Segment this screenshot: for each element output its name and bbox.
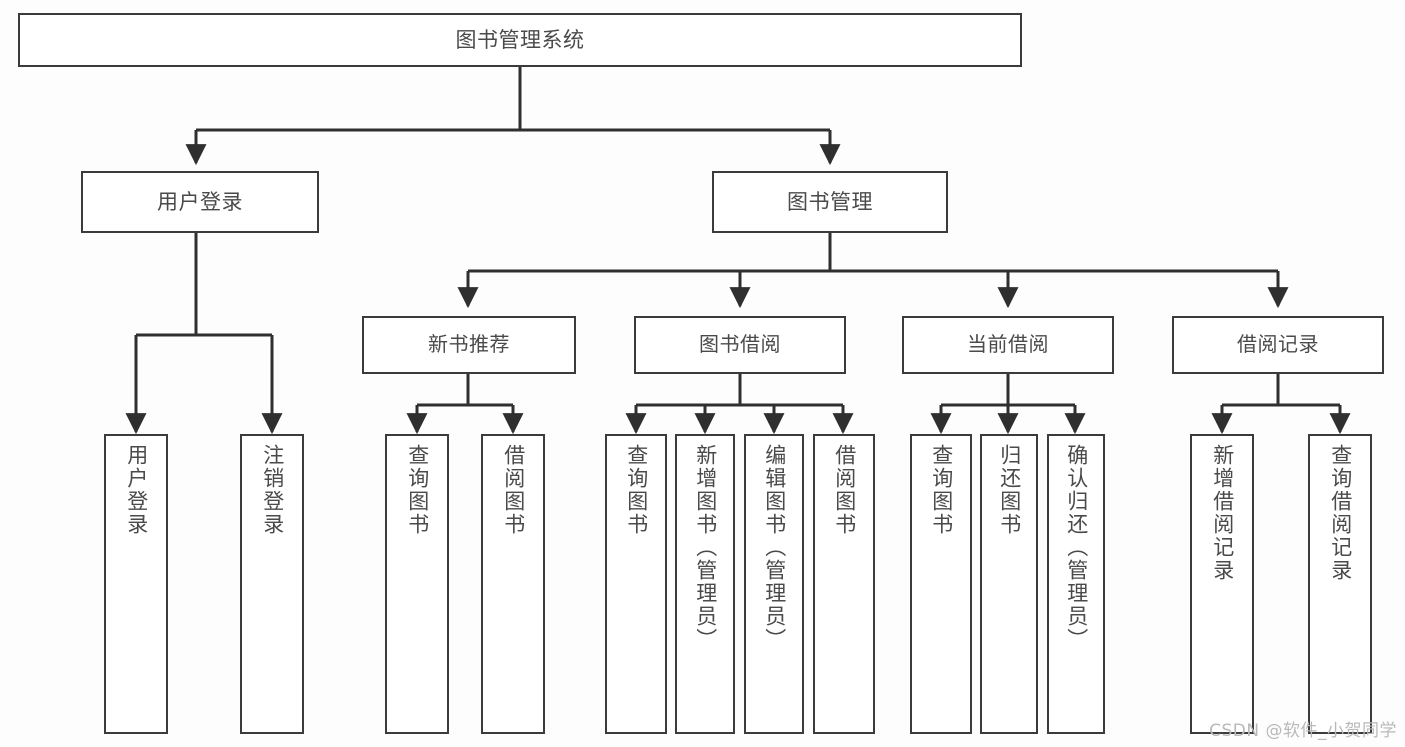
node-new-book-recommend[interactable]: 新书推荐 — [362, 316, 576, 374]
node-leaf-add-borrow-record-label: 新增借阅记录 — [1210, 444, 1235, 582]
node-new-book-recommend-label: 新书推荐 — [428, 332, 510, 357]
node-book-management-label: 图书管理 — [787, 189, 873, 214]
node-leaf-query-book-borrow[interactable]: 查询图书 — [605, 434, 667, 734]
node-leaf-user-login[interactable]: 用户登录 — [104, 434, 168, 734]
node-leaf-return-book[interactable]: 归还图书 — [980, 434, 1038, 734]
node-leaf-query-book-current[interactable]: 查询图书 — [910, 434, 972, 734]
node-leaf-add-book-admin-label: 新增图书（管理员） — [693, 444, 718, 651]
node-leaf-query-borrow-record-label: 查询借阅记录 — [1328, 444, 1353, 582]
node-leaf-add-book-admin[interactable]: 新增图书（管理员） — [675, 434, 735, 734]
node-borrow-record[interactable]: 借阅记录 — [1172, 316, 1384, 374]
node-current-borrow-label: 当前借阅 — [967, 332, 1049, 357]
node-leaf-confirm-return-admin[interactable]: 确认归还（管理员） — [1047, 434, 1105, 734]
node-leaf-edit-book-admin-label: 编辑图书（管理员） — [762, 444, 787, 651]
node-leaf-borrow-book-new-label: 借阅图书 — [501, 444, 526, 536]
node-leaf-logout-label: 注销登录 — [260, 444, 285, 536]
node-leaf-return-book-label: 归还图书 — [997, 444, 1022, 536]
node-leaf-query-borrow-record[interactable]: 查询借阅记录 — [1308, 434, 1372, 734]
node-leaf-borrow-book-label: 借阅图书 — [832, 444, 857, 536]
node-leaf-add-borrow-record[interactable]: 新增借阅记录 — [1190, 434, 1254, 734]
node-leaf-query-book-new[interactable]: 查询图书 — [385, 434, 449, 734]
node-leaf-query-book-new-label: 查询图书 — [405, 444, 430, 536]
node-root[interactable]: 图书管理系统 — [18, 13, 1022, 67]
node-leaf-confirm-return-admin-label: 确认归还（管理员） — [1064, 444, 1089, 651]
csdn-watermark: CSDN @软件_小贺同学 — [1209, 721, 1397, 741]
node-book-management[interactable]: 图书管理 — [712, 171, 948, 233]
node-leaf-logout[interactable]: 注销登录 — [240, 434, 304, 734]
node-leaf-user-login-label: 用户登录 — [124, 444, 149, 536]
node-leaf-query-book-current-label: 查询图书 — [929, 444, 954, 536]
node-root-label: 图书管理系统 — [455, 27, 585, 52]
node-user-login-label: 用户登录 — [157, 189, 243, 214]
node-leaf-query-book-borrow-label: 查询图书 — [624, 444, 649, 536]
node-borrow-record-label: 借阅记录 — [1237, 332, 1319, 357]
node-book-borrow[interactable]: 图书借阅 — [634, 316, 846, 374]
node-leaf-borrow-book[interactable]: 借阅图书 — [813, 434, 875, 734]
node-user-login[interactable]: 用户登录 — [81, 171, 319, 233]
node-leaf-edit-book-admin[interactable]: 编辑图书（管理员） — [744, 434, 804, 734]
node-book-borrow-label: 图书借阅 — [699, 332, 781, 357]
node-leaf-borrow-book-new[interactable]: 借阅图书 — [481, 434, 545, 734]
node-current-borrow[interactable]: 当前借阅 — [902, 316, 1114, 374]
